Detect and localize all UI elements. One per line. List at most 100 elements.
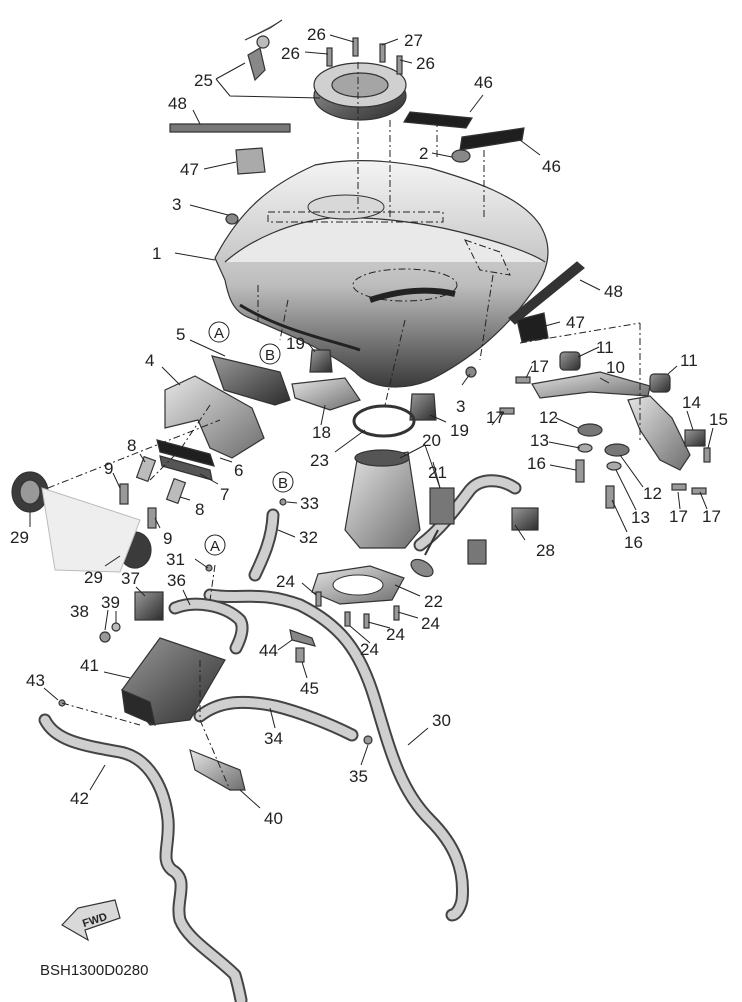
bracket-4	[164, 375, 265, 459]
callout-33: 33	[300, 494, 319, 513]
callout-20: 20	[422, 431, 441, 450]
callout-1: 1	[152, 244, 161, 263]
callout-26-c: 26	[416, 54, 435, 73]
callout-40: 40	[264, 809, 283, 828]
callout-47-right: 47	[566, 313, 585, 332]
callout-24-a: 24	[276, 572, 295, 591]
nut-38	[99, 631, 111, 643]
callout-6: 6	[234, 461, 243, 480]
bolt-9	[119, 483, 157, 529]
plate-6	[156, 439, 215, 467]
float	[410, 558, 434, 578]
svg-text:B: B	[278, 475, 288, 492]
strip-48-left	[169, 123, 291, 133]
callout-43: 43	[26, 671, 45, 690]
callout-25: 25	[194, 71, 213, 90]
clamp-14	[684, 429, 706, 447]
alignment-lines	[47, 62, 641, 791]
callout-31: 31	[166, 550, 185, 569]
washer-39	[111, 622, 121, 632]
callout-12-right: 12	[643, 484, 662, 503]
bolt-16	[575, 459, 615, 509]
bracket-40	[189, 749, 246, 791]
callout-29-right: 29	[84, 568, 103, 587]
callout-17-b: 17	[486, 408, 505, 427]
ref-marker-b-upper: B	[259, 343, 281, 365]
svg-text:A: A	[210, 538, 220, 555]
callout-38: 38	[70, 602, 89, 621]
callout-48-right: 48	[604, 282, 623, 301]
damper-11	[559, 351, 671, 393]
callout-23: 23	[310, 451, 329, 470]
callout-45: 45	[300, 679, 319, 698]
callout-39: 39	[101, 593, 120, 612]
callout-36: 36	[167, 571, 186, 590]
callout-27: 27	[404, 31, 423, 50]
sheet-47-right	[516, 312, 549, 343]
callout-3-right: 3	[456, 397, 465, 416]
callout-19-left: 19	[286, 334, 305, 353]
svg-text:A: A	[214, 325, 224, 342]
collar-12	[577, 423, 630, 457]
fwd-arrow-icon: FWD	[61, 899, 121, 942]
ref-marker-a-upper: A	[208, 321, 230, 343]
callout-8-upper: 8	[127, 436, 136, 455]
callout-34: 34	[264, 729, 283, 748]
callout-29-left: 29	[10, 528, 29, 547]
fuel-cap-assembly-25	[244, 19, 407, 121]
callout-10: 10	[606, 358, 625, 377]
callout-30: 30	[432, 711, 451, 730]
bracket-44	[289, 629, 316, 647]
hose-28	[413, 474, 522, 552]
plate-5	[211, 355, 291, 406]
callout-17-c: 17	[669, 507, 688, 526]
callout-14: 14	[682, 393, 701, 412]
grommet-3-right	[465, 366, 477, 378]
hose-36	[168, 597, 249, 655]
callout-26-a: 26	[281, 44, 300, 63]
connector-28-end	[467, 539, 487, 565]
leader-lines	[29, 34, 714, 809]
callout-5: 5	[176, 325, 185, 344]
callout-16-left: 16	[527, 454, 546, 473]
callout-13-left: 13	[530, 431, 549, 450]
bolt-24	[315, 591, 400, 629]
callout-22: 22	[424, 592, 443, 611]
callout-9-lower: 9	[163, 529, 172, 548]
strip-48-right	[508, 261, 585, 325]
callout-47-left: 47	[180, 160, 199, 179]
damper-19	[309, 349, 437, 421]
callout-15: 15	[709, 410, 728, 429]
bracket-10	[531, 371, 691, 471]
callout-48-left: 48	[168, 94, 187, 113]
bolt-17	[499, 376, 707, 495]
float-arm-21	[424, 529, 439, 556]
fuel-pump-20	[344, 449, 455, 549]
svg-text:B: B	[265, 347, 275, 364]
callout-7: 7	[220, 485, 229, 504]
screw-45	[295, 647, 305, 663]
callout-37: 37	[121, 569, 140, 588]
bracket-18	[291, 377, 361, 411]
callout-18: 18	[312, 423, 331, 442]
collar-8	[135, 455, 187, 505]
callout-3-left: 3	[172, 195, 181, 214]
gasket-23	[352, 404, 416, 438]
callout-21: 21	[428, 463, 447, 482]
callout-17-d: 17	[702, 507, 721, 526]
callout-9-upper: 9	[104, 459, 113, 478]
plate-7	[159, 455, 213, 481]
clip-35	[363, 735, 373, 745]
callout-17-a: 17	[530, 357, 549, 376]
callout-11-left: 11	[596, 338, 614, 357]
bolt-26	[326, 37, 403, 75]
callout-44: 44	[259, 641, 278, 660]
valve-37	[134, 591, 164, 621]
callout-16-right: 16	[624, 533, 643, 552]
drawing-code: BSH1300D0280	[40, 962, 148, 979]
hose-42	[38, 713, 248, 1002]
pad-46-upper	[402, 111, 474, 129]
callout-24-c: 24	[360, 640, 379, 659]
callout-32: 32	[299, 528, 318, 547]
callout-2: 2	[419, 144, 428, 163]
